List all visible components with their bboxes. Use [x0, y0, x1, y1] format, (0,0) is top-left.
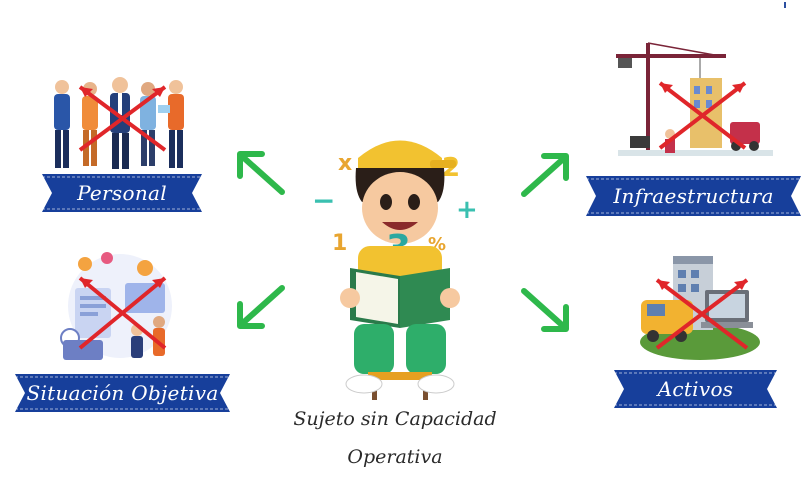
- banner-label: Infraestructura: [613, 184, 774, 208]
- building-vehicle-computer-crossed-out-icon: [635, 252, 765, 368]
- arrow-to-personal: [232, 148, 288, 202]
- boy-reading-math-book-icon: x 2 − + 1 % 3: [310, 128, 490, 407]
- center-label: Sujeto sin Capacidad Operativa: [290, 400, 500, 476]
- math-symbol: 1: [332, 231, 347, 256]
- office-situation-crossed-out-icon: [55, 248, 190, 370]
- banner-label: Activos: [657, 377, 734, 401]
- banner-label: Personal: [77, 181, 167, 205]
- corner-mark: [784, 2, 786, 8]
- arrow-to-situacion-objetiva: [232, 282, 288, 336]
- banner-personal: Personal: [42, 174, 202, 212]
- center-label-line1: Sujeto sin Capacidad: [293, 408, 497, 430]
- arrow-to-infraestructura: [518, 150, 574, 204]
- construction-crane-crossed-out-icon: [610, 38, 780, 180]
- banner-infraestructura: Infraestructura: [586, 176, 801, 216]
- banner-activos: Activos: [614, 370, 777, 408]
- math-symbol: +: [456, 195, 478, 225]
- arrow-to-activos: [518, 285, 574, 339]
- math-symbol: x: [338, 151, 352, 176]
- banner-situacion-objetiva: Situación Objetiva: [15, 374, 230, 412]
- banner-label: Situación Objetiva: [26, 381, 219, 405]
- math-symbol: −: [312, 184, 335, 217]
- center-label-line2: Operativa: [347, 446, 443, 468]
- people-crossed-out-icon: [40, 75, 205, 179]
